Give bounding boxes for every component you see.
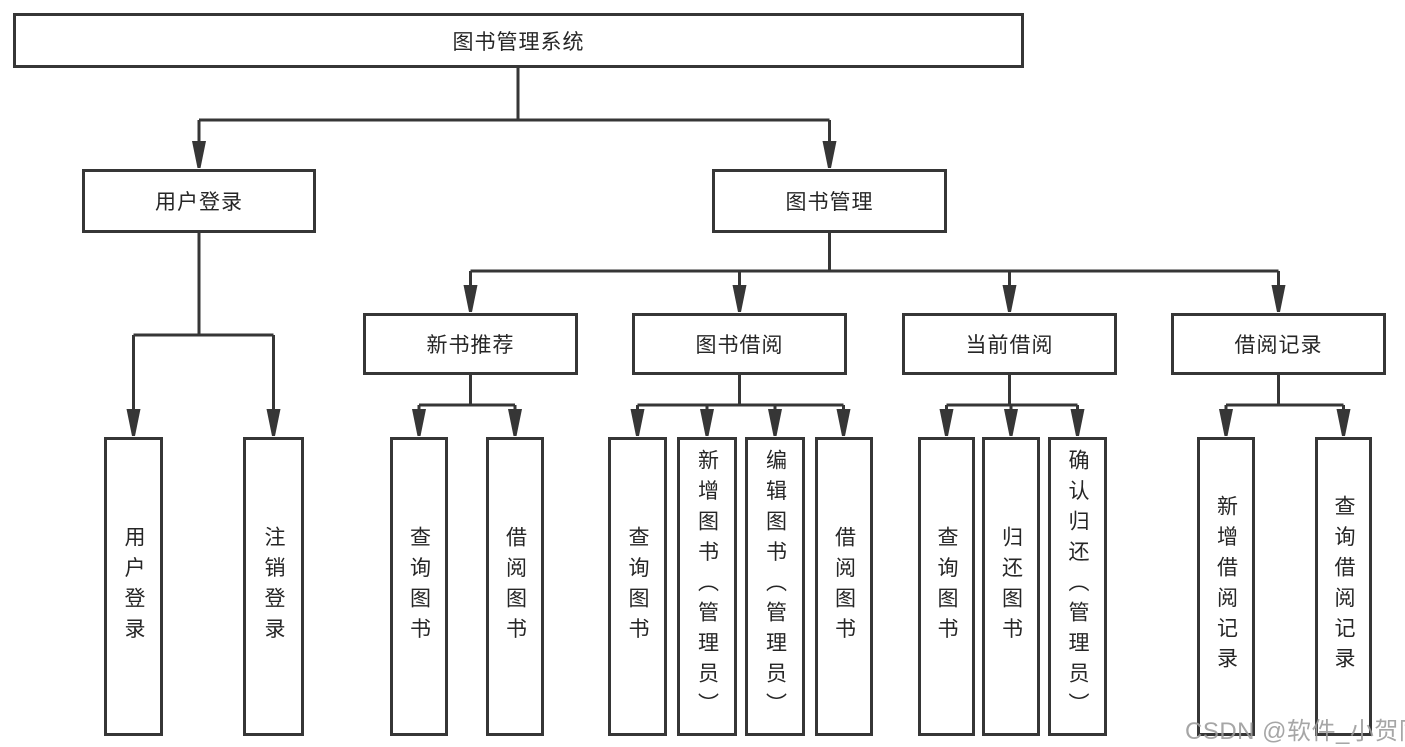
arrowheads [126,141,1351,436]
leaf-edit-book-admin: 编辑图书（管理员） [745,437,805,736]
csdn-watermark: CSDN @软件_小贺同学 [1185,718,1405,745]
arrow-icon [836,409,851,436]
node-book-borrow: 图书借阅 [632,313,847,375]
node-label: 借阅图书 [832,525,856,648]
arrow-icon [1070,409,1085,436]
arrow-icon [630,409,645,436]
node-label: 用户登录 [155,191,243,214]
node-label: 图书管理 [785,191,874,214]
leaf-borrow-books-recommend: 借阅图书 [486,437,544,736]
arrow-icon [939,409,954,436]
node-root-system: 图书管理系统 [13,13,1024,68]
node-label: 当前借阅 [965,334,1054,357]
node-label: 图书借阅 [695,334,784,357]
connector-book-borrow-to-leaves [636,375,845,410]
leaf-add-book-admin: 新增图书（管理员） [677,437,737,736]
leaf-borrow-books: 借阅图书 [815,437,873,736]
arrow-icon [463,285,478,312]
arrow-icon [508,409,522,436]
connector-root-to-level2 [197,68,831,142]
arrow-icon [822,141,837,168]
node-label: 借阅图书 [503,525,527,648]
node-label: 图书管理系统 [452,30,585,54]
leaf-confirm-return-admin: 确认归还（管理员） [1048,437,1107,736]
node-book-management: 图书管理 [712,169,947,233]
arrow-icon [700,409,714,436]
node-label: 新书推荐 [426,334,515,357]
connector-current-borrow-to-leaves [945,375,1079,410]
connector-user-login-to-leaves [132,233,275,410]
node-label: 查询借阅记录 [1332,495,1355,678]
leaf-query-books-current: 查询图书 [918,437,975,736]
leaf-query-books-borrow: 查询图书 [608,437,667,736]
arrow-icon [1219,409,1233,436]
connector-new-book-recommend-to-leaves [417,375,517,410]
leaf-user-login: 用户登录 [104,437,163,736]
leaf-query-books-recommend: 查询图书 [390,437,448,736]
node-label: 查询图书 [935,525,958,648]
arrow-icon [192,141,206,168]
leaf-logout: 注销登录 [243,437,304,736]
node-current-borrow: 当前借阅 [902,313,1117,375]
connector-book-management-to-level3 [469,233,1280,286]
node-borrow-record: 借阅记录 [1171,313,1386,375]
leaf-add-borrow-record: 新增借阅记录 [1197,437,1255,736]
connector-borrow-record-to-leaves [1224,375,1345,410]
arrow-icon [266,409,281,436]
node-label: 用户登录 [122,525,145,648]
node-label: 查询图书 [626,525,649,648]
arrow-icon [126,409,141,436]
arrow-icon [768,409,782,436]
node-label: 确认归还（管理员） [1066,449,1089,724]
leaf-query-borrow-record: 查询借阅记录 [1315,437,1372,736]
arrow-icon [412,409,426,436]
arrow-icon [1271,285,1286,312]
node-label: 注销登录 [262,525,285,648]
arrow-icon [1004,409,1018,436]
node-user-login-branch: 用户登录 [82,169,316,233]
node-label: 归还图书 [999,525,1023,648]
node-label: 编辑图书（管理员） [763,449,787,724]
leaf-return-book: 归还图书 [982,437,1040,736]
node-new-book-recommend: 新书推荐 [363,313,578,375]
node-label: 查询图书 [407,525,431,648]
arrow-icon [1336,409,1351,436]
arrow-icon [1002,285,1017,312]
node-label: 借阅记录 [1234,334,1323,357]
node-label: 新增借阅记录 [1214,495,1238,678]
node-label: 新增图书（管理员） [695,449,719,724]
arrow-icon [732,285,747,312]
